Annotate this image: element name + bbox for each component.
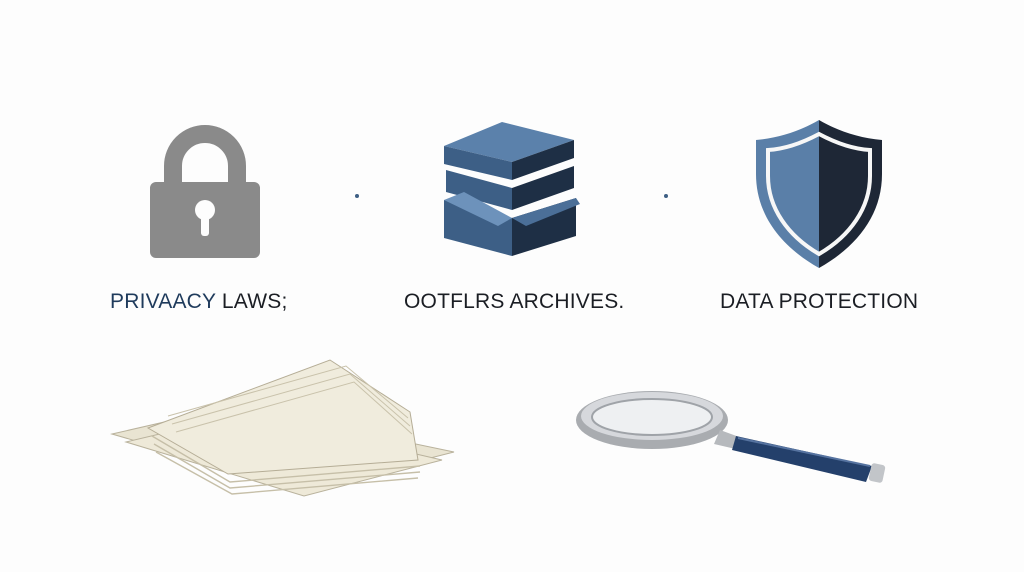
privacy-label-prefix: PRIVAACY (110, 290, 216, 313)
separator-dot (355, 194, 359, 198)
paper-stack-icon (110, 359, 455, 497)
magnifying-glass-icon (576, 391, 886, 483)
padlock-icon (150, 125, 260, 258)
privacy-label-suffix: LAWS; (215, 290, 288, 313)
shield-icon (756, 120, 882, 268)
data-protection-label: DATA PROTECTION (720, 290, 919, 313)
stacked-boxes-icon (444, 122, 580, 256)
privacy-laws-label: PRIVAACY LAWS; (110, 290, 287, 314)
separator-dot (664, 194, 668, 198)
archives-label: OOTFLRS ARCHIVES. (404, 290, 625, 313)
